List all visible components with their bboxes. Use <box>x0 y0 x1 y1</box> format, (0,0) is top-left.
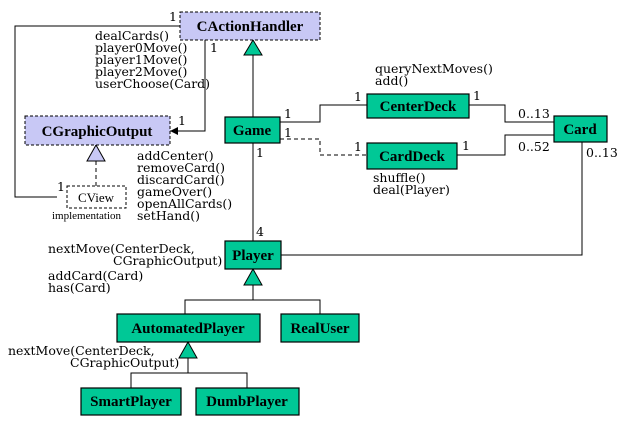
player-to-card-line <box>281 142 583 256</box>
ops-action-handler: dealCards() player0Move() player1Move() … <box>95 28 210 91</box>
mult-center-deck-game: 1 <box>354 89 362 104</box>
mult-center-deck-card-one: 1 <box>473 88 481 103</box>
op-next-move: nextMove(CenterDeck, <box>48 241 195 256</box>
class-dumb-player: DumbPlayer <box>195 387 300 416</box>
op-open-all-cards: openAllCards() <box>137 196 232 211</box>
op-player2-move: player2Move() <box>95 64 187 79</box>
op-deal-player: deal(Player) <box>373 182 450 197</box>
class-name-cgraphic-output: CGraphicOutput <box>42 124 153 140</box>
mult-game-player: 1 <box>256 145 264 160</box>
class-name-card: Card <box>563 122 597 138</box>
mult-cview-left: 1 <box>57 179 65 194</box>
class-name-player: Player <box>232 248 274 264</box>
mult-center-deck-card-many: 0..13 <box>518 106 550 121</box>
op-next-move-cont: CGraphicOutput) <box>113 253 222 268</box>
class-player: Player <box>224 240 282 270</box>
multiplicity-labels: 1 1 1 1 1 1 1 1 1 4 1 0..13 1 0..52 0..1… <box>57 9 618 239</box>
class-smart-player: SmartPlayer <box>80 387 182 416</box>
class-name-center-deck: CenterDeck <box>380 99 457 115</box>
class-card: Card <box>553 115 608 143</box>
class-name-dumb-player: DumbPlayer <box>206 394 288 410</box>
handler-to-graphic-output-arrowhead <box>170 127 178 135</box>
mult-game-center-deck: 1 <box>284 106 292 121</box>
class-name-smart-player: SmartPlayer <box>90 394 172 410</box>
mult-graphic-output-right: 1 <box>178 113 186 128</box>
op-add-card: addCard(Card) <box>48 268 143 283</box>
op-user-choose: userChoose(Card) <box>95 76 210 91</box>
class-caction-handler: CActionHandler <box>179 11 321 41</box>
class-name-automated-player: AutomatedPlayer <box>131 321 245 337</box>
mult-card-deck-game: 1 <box>354 139 362 154</box>
mult-card-deck-card-many: 0..52 <box>518 139 550 154</box>
class-game: Game <box>224 116 281 144</box>
ops-card-deck: shuffle() deal(Player) <box>373 170 450 197</box>
op-deal-cards: dealCards() <box>95 28 169 43</box>
cview-implementation-label: implementation <box>52 210 122 222</box>
class-center-deck: CenterDeck <box>366 93 470 119</box>
op-shuffle: shuffle() <box>373 170 426 185</box>
mult-card-deck-card-one: 1 <box>462 138 470 153</box>
op-game-over: gameOver() <box>137 184 212 199</box>
handler-to-graphic-output-line <box>170 40 206 132</box>
op-auto-next-move: nextMove(CenterDeck, <box>8 343 155 358</box>
class-name-card-deck: CardDeck <box>379 149 445 165</box>
mult-handler-top: 1 <box>169 9 177 24</box>
op-auto-next-move-cont: CGraphicOutput) <box>70 355 179 370</box>
player-generalization-line <box>184 285 254 314</box>
player-generalization-line-2 <box>253 299 321 314</box>
op-add: add() <box>375 73 408 88</box>
class-name-caction-handler: CActionHandler <box>197 19 304 35</box>
automated-player-generalization-line <box>130 358 189 388</box>
game-to-center-deck-line <box>280 104 367 123</box>
class-automated-player: AutomatedPlayer <box>116 313 261 343</box>
mult-player-game: 4 <box>256 224 264 239</box>
center-deck-to-card-line <box>469 104 554 123</box>
mult-game-card-deck: 1 <box>284 125 292 140</box>
game-to-card-deck-line <box>280 138 367 156</box>
mult-player-card-many: 0..13 <box>586 145 618 160</box>
op-remove-card: removeCard() <box>137 160 225 175</box>
automated-player-triangle <box>178 340 198 359</box>
class-name-cview: CView <box>78 190 115 205</box>
ops-center-deck: queryNextMoves() add() <box>375 61 493 88</box>
class-real-user: RealUser <box>280 313 360 343</box>
class-name-real-user: RealUser <box>290 321 349 337</box>
class-name-game: Game <box>233 123 272 139</box>
op-player0-move: player0Move() <box>95 40 187 55</box>
handler-triangle <box>243 39 263 56</box>
op-add-center: addCenter() <box>137 148 214 163</box>
mult-handler-right: 1 <box>210 40 218 55</box>
op-has-card: has(Card) <box>48 280 111 295</box>
automated-player-generalization-line-2 <box>188 372 248 388</box>
ops-automated-player: nextMove(CenterDeck, CGraphicOutput) <box>8 343 179 370</box>
class-card-deck: CardDeck <box>366 142 458 170</box>
class-cgraphic-output: CGraphicOutput <box>24 115 171 146</box>
op-query-next-moves: queryNextMoves() <box>375 61 493 76</box>
op-discard-card: discardCard() <box>137 172 225 187</box>
player-triangle <box>243 267 263 286</box>
graphic-output-triangle <box>86 143 106 162</box>
ops-player: nextMove(CenterDeck, CGraphicOutput) add… <box>48 241 222 295</box>
card-deck-to-card-line <box>457 134 554 156</box>
op-set-hand: setHand() <box>137 208 200 223</box>
ops-graphic-output: addCenter() removeCard() discardCard() g… <box>137 148 232 223</box>
class-cview: CView <box>66 185 127 209</box>
op-player1-move: player1Move() <box>95 52 187 67</box>
cview-to-handler-line <box>14 25 180 198</box>
